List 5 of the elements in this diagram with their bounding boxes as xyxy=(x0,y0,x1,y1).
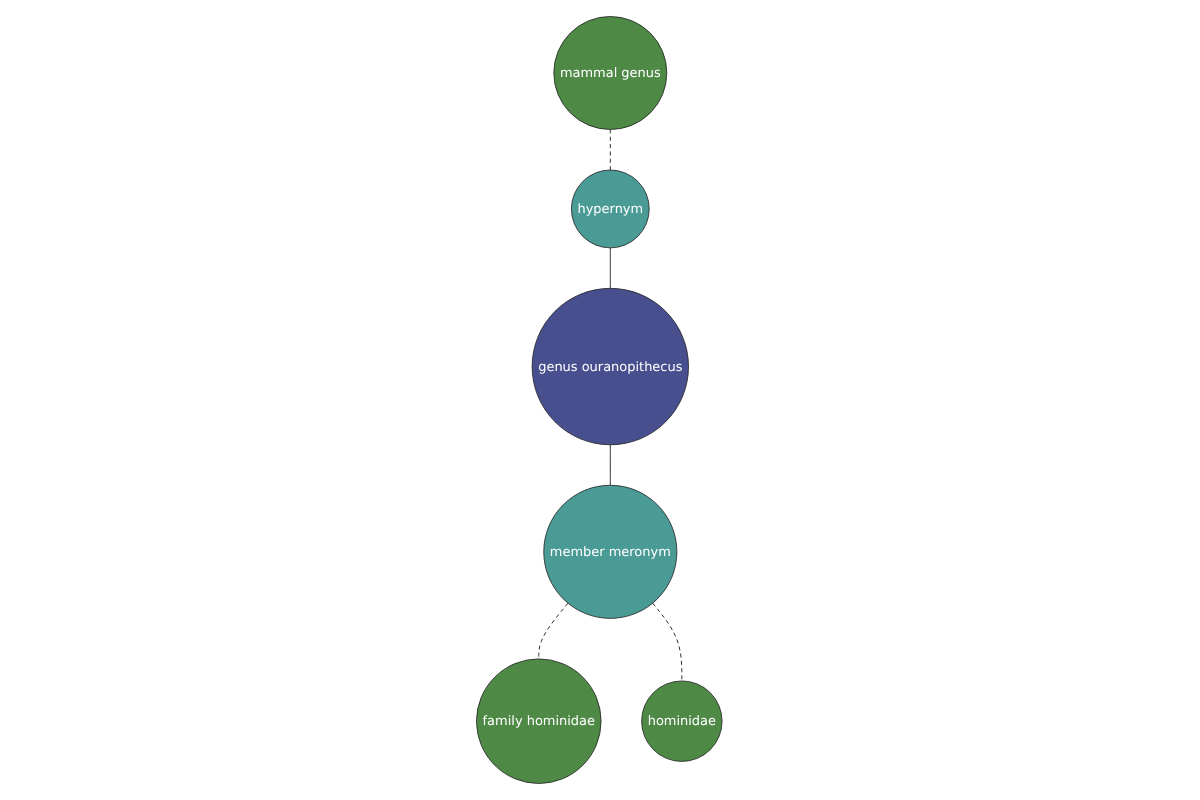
connector xyxy=(539,602,570,660)
connector xyxy=(610,129,612,171)
connector xyxy=(610,444,612,486)
connector xyxy=(652,602,683,682)
connector xyxy=(610,247,612,289)
